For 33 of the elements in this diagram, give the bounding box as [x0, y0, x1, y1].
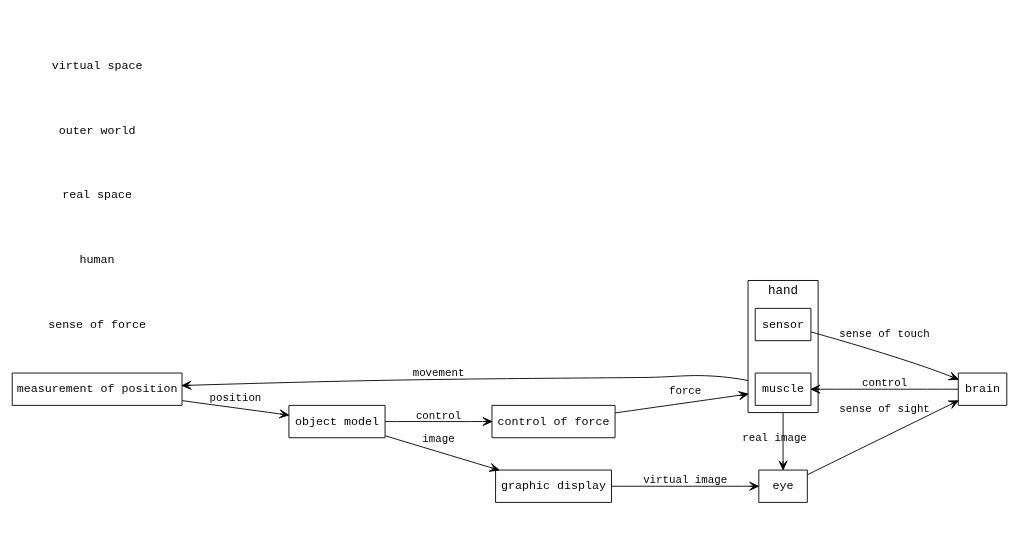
node-box: object model [288, 404, 386, 439]
arrow [181, 400, 290, 419]
edge-label: sense of sight [839, 403, 930, 416]
edge-label: sense of touch [839, 327, 930, 340]
label: virtual space [51, 58, 143, 73]
label: outer world [58, 123, 136, 138]
edge-label: position [209, 392, 262, 405]
node-box: measurement of position [11, 372, 183, 406]
edge-label: control [415, 409, 462, 422]
label: real space [62, 188, 133, 203]
edge-label: virtual image [643, 474, 728, 487]
label: sense of force [48, 317, 147, 332]
arrow [778, 412, 788, 471]
arrow [384, 417, 493, 427]
node-box: eye [758, 469, 808, 503]
label: human [79, 252, 115, 267]
arrow [181, 375, 749, 390]
node-box: sensor [754, 307, 812, 342]
edge-label: image [422, 432, 455, 445]
edge-label: real image [742, 431, 807, 444]
node-box: control of force [491, 404, 616, 439]
edge-label: control [861, 377, 908, 390]
arrow [810, 384, 959, 394]
arrow [611, 481, 759, 491]
edge-label: force [668, 385, 702, 398]
arrow [806, 400, 959, 476]
arrow [614, 391, 749, 414]
node-box: graphic display [495, 469, 612, 503]
arrow [810, 331, 959, 381]
arrow [384, 435, 500, 472]
node-box: brain [957, 372, 1008, 406]
edge-label: movement [412, 367, 465, 380]
node-box: muscle [754, 372, 812, 406]
